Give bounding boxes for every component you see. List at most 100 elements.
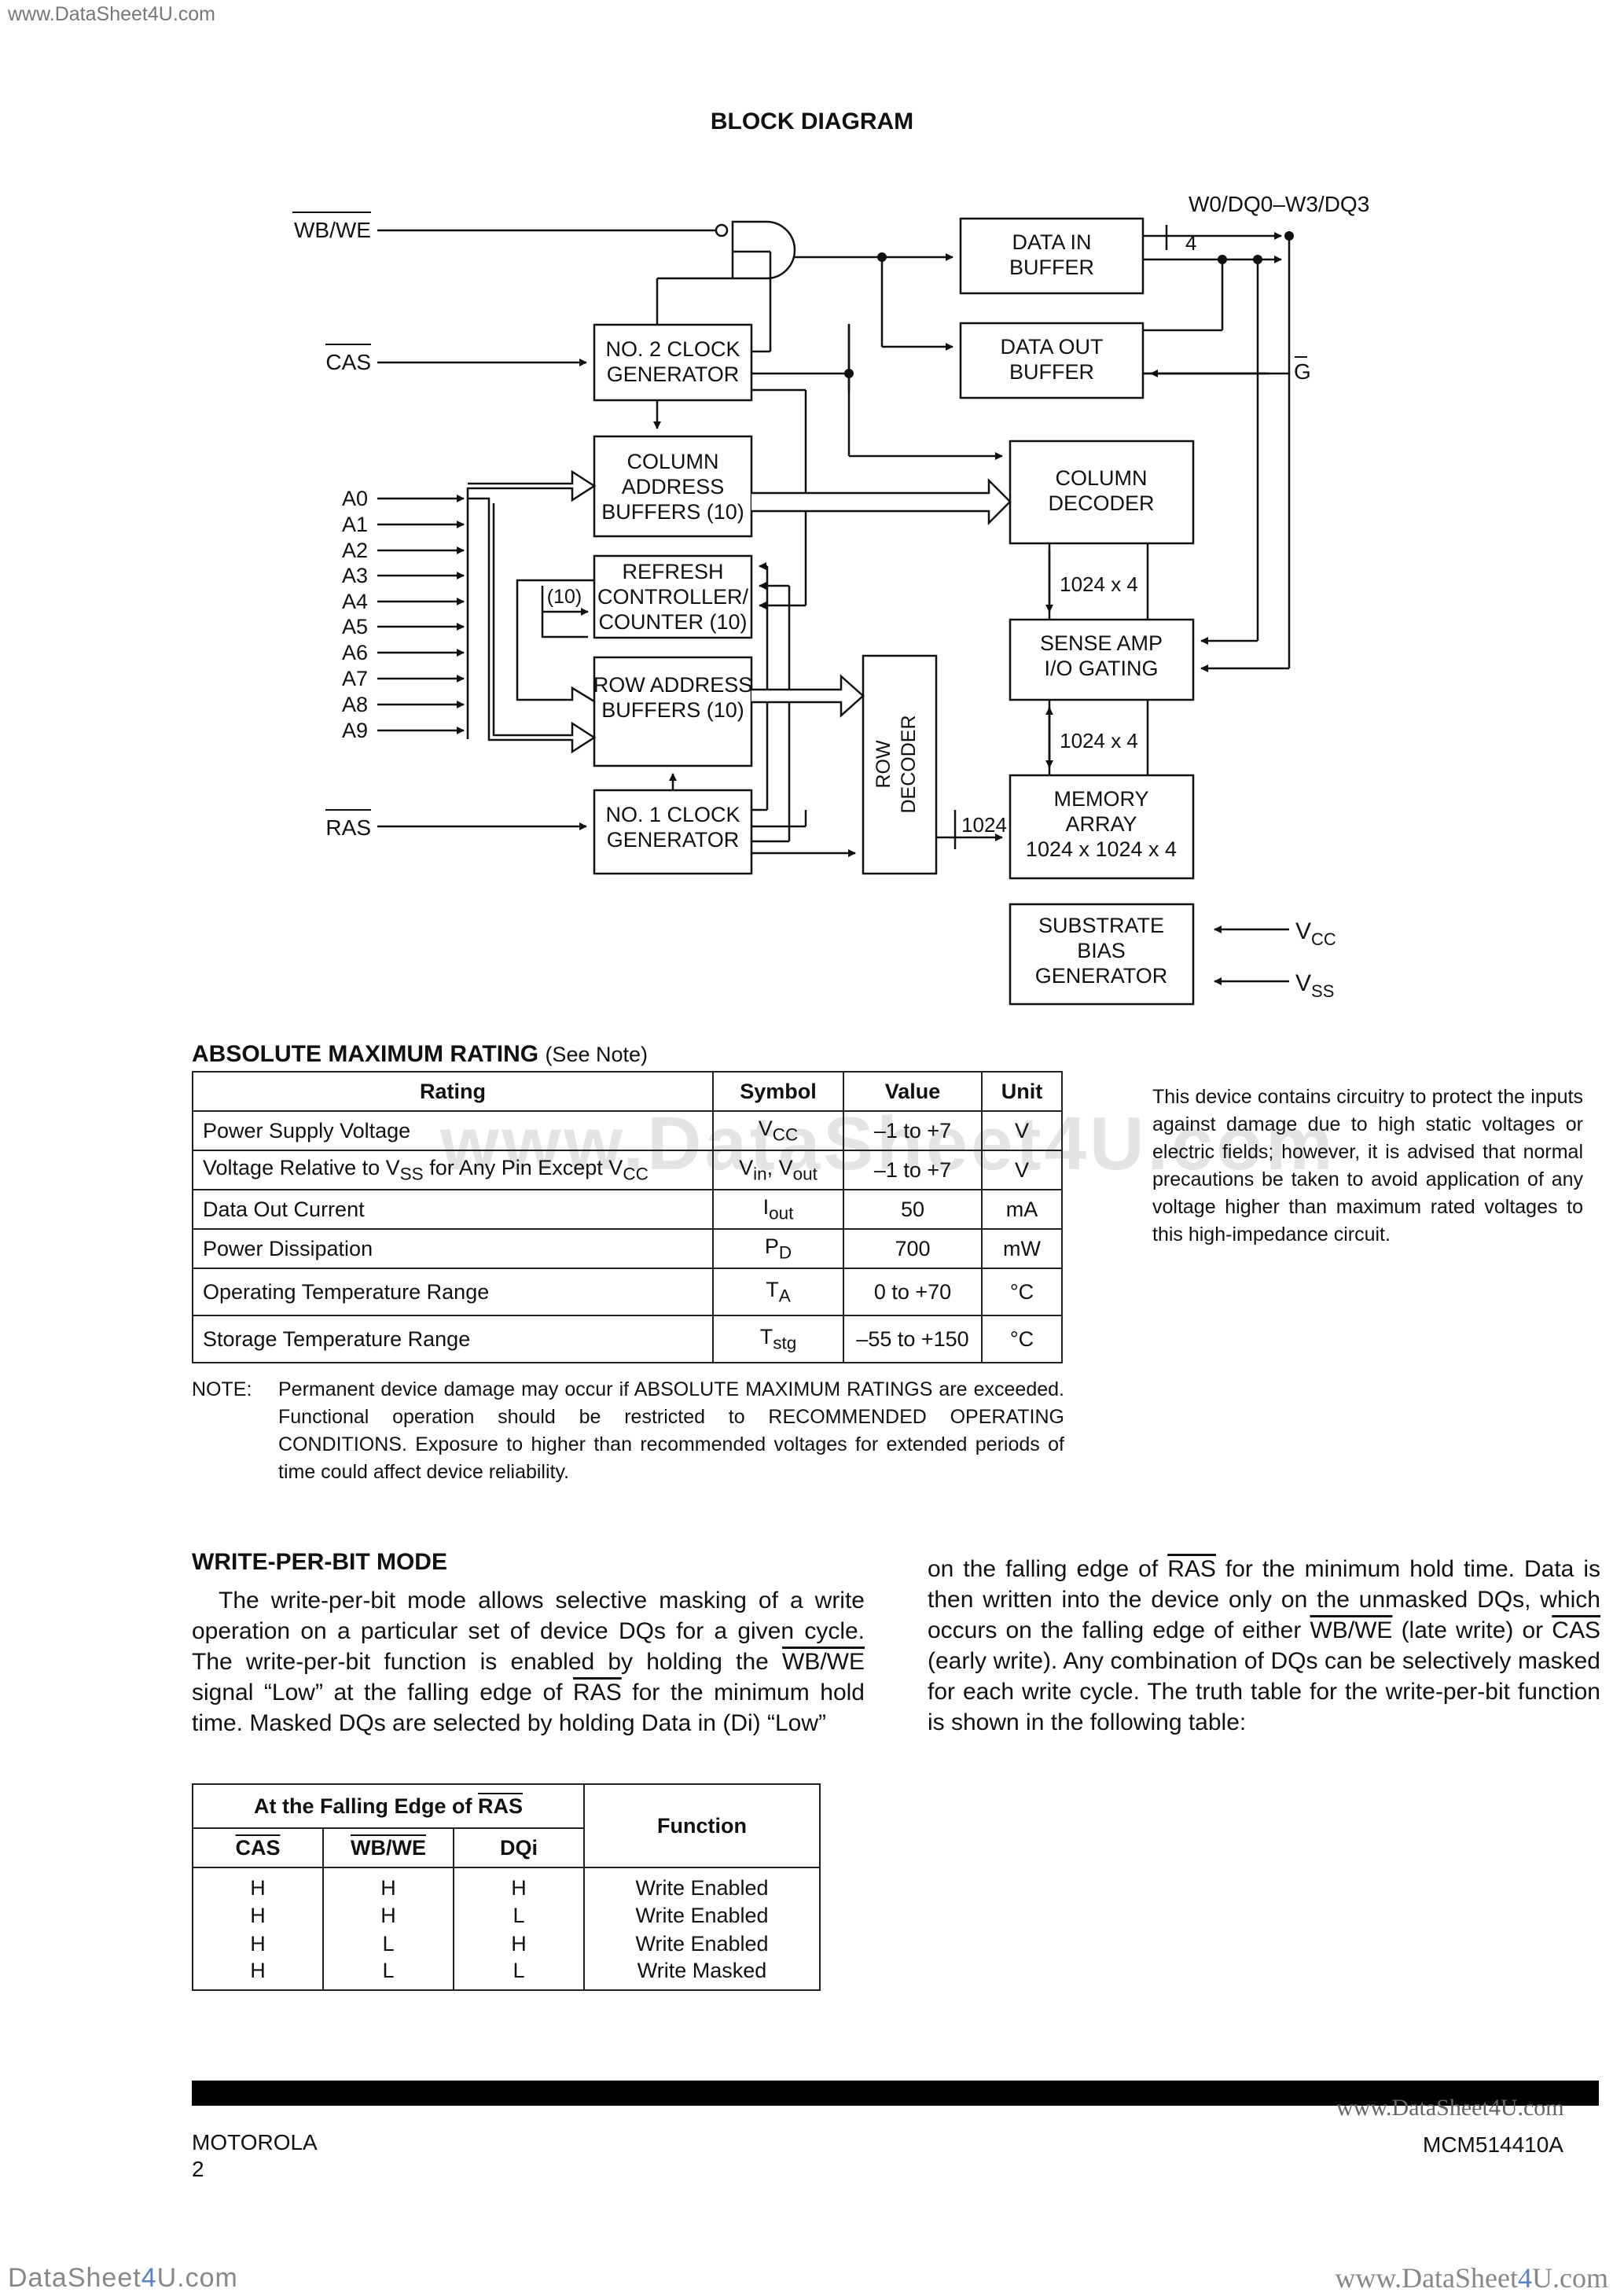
watermark-top: www.DataSheet4U.com bbox=[8, 3, 216, 25]
watermark-bottom-right: www.DataSheet4U.com bbox=[1335, 2262, 1608, 2294]
bus-width-row: 1024 bbox=[961, 813, 1007, 837]
column-decoder-block bbox=[1009, 440, 1195, 545]
bus-width-cd-sa: 1024 x 4 bbox=[1060, 572, 1138, 596]
label-row-dec-2: DECODER bbox=[898, 715, 920, 813]
data-in-buffer-block bbox=[959, 217, 1145, 295]
address-label: A3 bbox=[342, 564, 368, 587]
ratings-header: Unit bbox=[981, 1071, 1063, 1112]
footer-part-number: MCM514410A bbox=[1423, 2132, 1563, 2157]
table-row: Storage Temperature Range Tstg –55 to +1… bbox=[192, 1315, 1063, 1363]
write-per-bit-paragraph-2: on the falling edge of RAS for the minim… bbox=[928, 1556, 1601, 1735]
table-row: Operating Temperature Range TA 0 to +70 … bbox=[192, 1268, 1063, 1316]
write-per-bit-paragraph-1: The write-per-bit mode allows selective … bbox=[192, 1588, 865, 1736]
watermark-footer: www.DataSheet4U.com bbox=[1336, 2095, 1564, 2121]
address-label: A6 bbox=[342, 641, 368, 664]
label-row-addr-1: ROW ADDRESS bbox=[593, 673, 753, 697]
label-row-addr-2: BUFFERS (10) bbox=[601, 698, 744, 722]
and-gate bbox=[731, 220, 796, 280]
footer-page-number: 2 bbox=[192, 2157, 204, 2181]
bus-width-refresh: (10) bbox=[547, 586, 582, 608]
ratings-heading: ABSOLUTE MAXIMUM RATING (See Note) bbox=[192, 1041, 648, 1067]
data-out-buffer-block bbox=[959, 322, 1145, 399]
label-col-dec-2: DECODER bbox=[1048, 491, 1154, 515]
signal-wbwe: WB/WE bbox=[294, 218, 371, 242]
table-row: H L H Write Enabled bbox=[192, 1930, 821, 1958]
signal-ras: RAS bbox=[325, 815, 371, 840]
label-refresh-3: COUNTER (10) bbox=[598, 610, 747, 634]
bus-width-sa-mem: 1024 x 4 bbox=[1060, 729, 1138, 752]
address-label: A0 bbox=[342, 487, 368, 510]
ratings-table: Rating Symbol Value Unit Power Supply Vo… bbox=[192, 1071, 1063, 1363]
table-row: Power Supply Voltage VCC –1 to +7 V bbox=[192, 1110, 1063, 1151]
label-sub-3: GENERATOR bbox=[1035, 964, 1168, 988]
ratings-header: Value bbox=[843, 1071, 983, 1112]
address-arrows bbox=[377, 495, 465, 734]
label-col-dec-1: COLUMN bbox=[1055, 466, 1147, 490]
table-row: H H H Write Enabled bbox=[192, 1867, 821, 1901]
label-col-addr-1: COLUMN bbox=[626, 450, 718, 473]
label-data-out-1: DATA OUT bbox=[1000, 335, 1103, 359]
substrate-bias-block bbox=[1009, 903, 1195, 1006]
junctions bbox=[844, 231, 1294, 378]
truth-col-wbwe: WB/WE bbox=[322, 1827, 454, 1868]
ratings-header: Rating bbox=[192, 1071, 714, 1112]
label-data-in-2: BUFFER bbox=[1009, 256, 1094, 279]
row-decoder-block bbox=[862, 654, 938, 875]
address-label: A8 bbox=[342, 693, 368, 716]
bus-width-dq: 4 bbox=[1185, 231, 1196, 255]
label-sense-2: I/O GATING bbox=[1044, 657, 1158, 680]
table-row: Power Dissipation PD 700 mW bbox=[192, 1228, 1063, 1269]
label-row-dec-1: ROW bbox=[873, 740, 895, 789]
label-sub-1: SUBSTRATE bbox=[1038, 914, 1164, 937]
sense-amp-block bbox=[1009, 618, 1195, 701]
ratings-note: NOTE: Permanent device damage may occur … bbox=[192, 1378, 1064, 1483]
label-clk2-1: NO. 2 CLOCK bbox=[605, 337, 740, 361]
ratings-header: Symbol bbox=[712, 1071, 844, 1112]
signal-cas: CAS bbox=[325, 350, 371, 374]
label-mem-2: ARRAY bbox=[1065, 812, 1137, 836]
label-data-out-2: BUFFER bbox=[1009, 360, 1094, 384]
table-row: H L L Write Masked bbox=[192, 1958, 821, 1991]
truth-table: At the Falling Edge of RAS Function CAS … bbox=[192, 1783, 821, 1991]
label-refresh-1: REFRESH bbox=[622, 560, 723, 583]
footer-company: MOTOROLA bbox=[192, 2130, 318, 2154]
address-label: A2 bbox=[342, 539, 368, 562]
label-col-addr-2: ADDRESS bbox=[622, 475, 725, 499]
truth-function-header: Function bbox=[583, 1783, 821, 1868]
signal-vss: VSS bbox=[1295, 970, 1334, 1001]
label-refresh-2: CONTROLLER/ bbox=[597, 585, 749, 609]
address-label: A4 bbox=[342, 590, 368, 613]
footer-left: MOTOROLA 2 bbox=[192, 2129, 318, 2183]
write-per-bit-heading: WRITE-PER-BIT MODE bbox=[192, 1549, 447, 1575]
label-clk1-1: NO. 1 CLOCK bbox=[605, 803, 740, 826]
signal-vcc: VCC bbox=[1295, 918, 1336, 949]
address-labels: A0 A1 A2 A3 A4 A5 A6 A7 A8 A9 bbox=[342, 487, 368, 742]
truth-group-header: At the Falling Edge of RAS bbox=[192, 1783, 585, 1828]
table-row: Voltage Relative to VSS for Any Pin Exce… bbox=[192, 1150, 1063, 1190]
protection-text: This device contains circuitry to protec… bbox=[1152, 1086, 1583, 1246]
memory-array-block bbox=[1009, 774, 1195, 880]
block-diagram-title: BLOCK DIAGRAM bbox=[710, 109, 914, 134]
address-label: A5 bbox=[342, 615, 368, 638]
address-label: A7 bbox=[342, 667, 368, 690]
block-diagram: DATA IN BUFFER DATA OUT BUFFER NO. 2 CLO… bbox=[292, 192, 1369, 1006]
label-sub-2: BIAS bbox=[1077, 939, 1126, 962]
truth-col-cas: CAS bbox=[192, 1827, 324, 1868]
label-col-addr-3: BUFFERS (10) bbox=[601, 500, 744, 524]
table-row: Data Out Current Iout 50 mA bbox=[192, 1189, 1063, 1230]
address-label: A1 bbox=[342, 513, 368, 536]
label-clk2-2: GENERATOR bbox=[607, 362, 740, 386]
table-row: H H L Write Enabled bbox=[192, 1901, 821, 1930]
label-mem-1: MEMORY bbox=[1053, 787, 1148, 811]
signal-g: G bbox=[1294, 359, 1311, 384]
label-data-in-1: DATA IN bbox=[1012, 230, 1091, 254]
truth-col-dqi: DQi bbox=[453, 1827, 585, 1868]
clock2-generator-block bbox=[593, 323, 753, 402]
signal-dq-bus: W0/DQ0–W3/DQ3 bbox=[1189, 192, 1369, 216]
label-sense-1: SENSE AMP bbox=[1040, 631, 1163, 655]
label-mem-3: 1024 x 1024 x 4 bbox=[1026, 837, 1177, 861]
refresh-controller-block bbox=[593, 554, 753, 639]
row-address-buffers-block bbox=[593, 656, 753, 767]
footer-bar bbox=[192, 2081, 1599, 2106]
address-label: A9 bbox=[342, 719, 368, 742]
